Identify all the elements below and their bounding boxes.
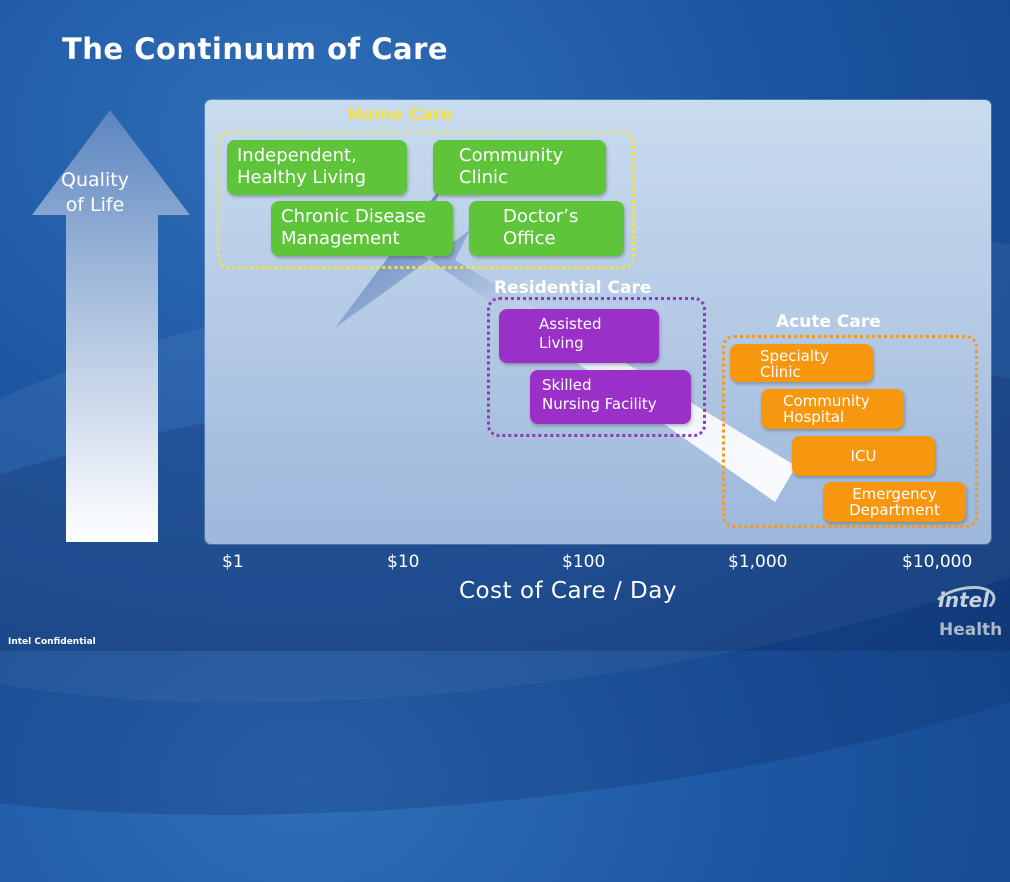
chronic-disease-box: Chronic Disease Management [271,201,453,256]
confidential-footer: Intel Confidential [8,637,96,647]
box-line1: Independent, [237,145,357,166]
cost-tick-100: $100 [562,552,606,572]
box-line1: ICU [850,447,877,465]
cost-tick-1: $1 [222,552,244,572]
emergency-department-box: Emergency Department [823,482,966,522]
box-line1: Chronic Disease [281,206,426,227]
quality-label-line2: of Life [65,194,125,216]
independent-living-box: Independent, Healthy Living [227,140,407,195]
intel-health-logo: Health [939,620,1003,640]
doctors-office-box: Doctor’s Office [469,201,624,256]
box-line1: Skilled [542,376,592,394]
box-line1: Assisted [539,315,602,333]
box-line2: Nursing Facility [542,395,657,413]
quality-label-line1: Quality [61,169,129,191]
box-line2: Office [503,228,556,249]
box-line2: Living [539,334,584,352]
box-line1: Doctor’s [503,206,579,227]
box-line1: Specialty [760,347,829,365]
assisted-living-box: Assisted Living [499,309,659,363]
box-line1: Community [783,392,870,410]
box-line2: Clinic [760,363,801,381]
quality-up-arrow [32,110,190,542]
cost-tick-1000: $1,000 [728,552,788,572]
quality-of-life-label: Quality of Life [40,168,150,218]
community-clinic-box: Community Clinic [433,140,606,195]
residential-care-label: Residential Care [494,278,652,298]
box-line2: Department [849,501,940,519]
intel-logo: intel [938,588,990,612]
box-line2: Healthy Living [237,167,366,188]
home-care-label: Home Care [348,105,453,125]
residential-care-group [487,297,706,437]
box-line2: Clinic [459,167,508,188]
icu-box: ICU [792,436,935,476]
acute-care-group [722,335,978,528]
skilled-nursing-box: Skilled Nursing Facility [530,370,691,424]
home-care-group [217,131,635,269]
acute-care-label: Acute Care [776,312,881,332]
community-hospital-box: Community Hospital [761,389,904,429]
cost-tick-10000: $10,000 [902,552,973,572]
slide-title: The Continuum of Care [62,32,449,66]
cost-tick-10: $10 [387,552,420,572]
specialty-clinic-box: Specialty Clinic [730,344,873,382]
box-line1: Community [459,145,564,166]
cost-axis-label: Cost of Care / Day [459,578,677,604]
box-line1: Emergency [852,485,937,503]
box-line2: Hospital [783,408,845,426]
box-line2: Management [281,228,400,249]
